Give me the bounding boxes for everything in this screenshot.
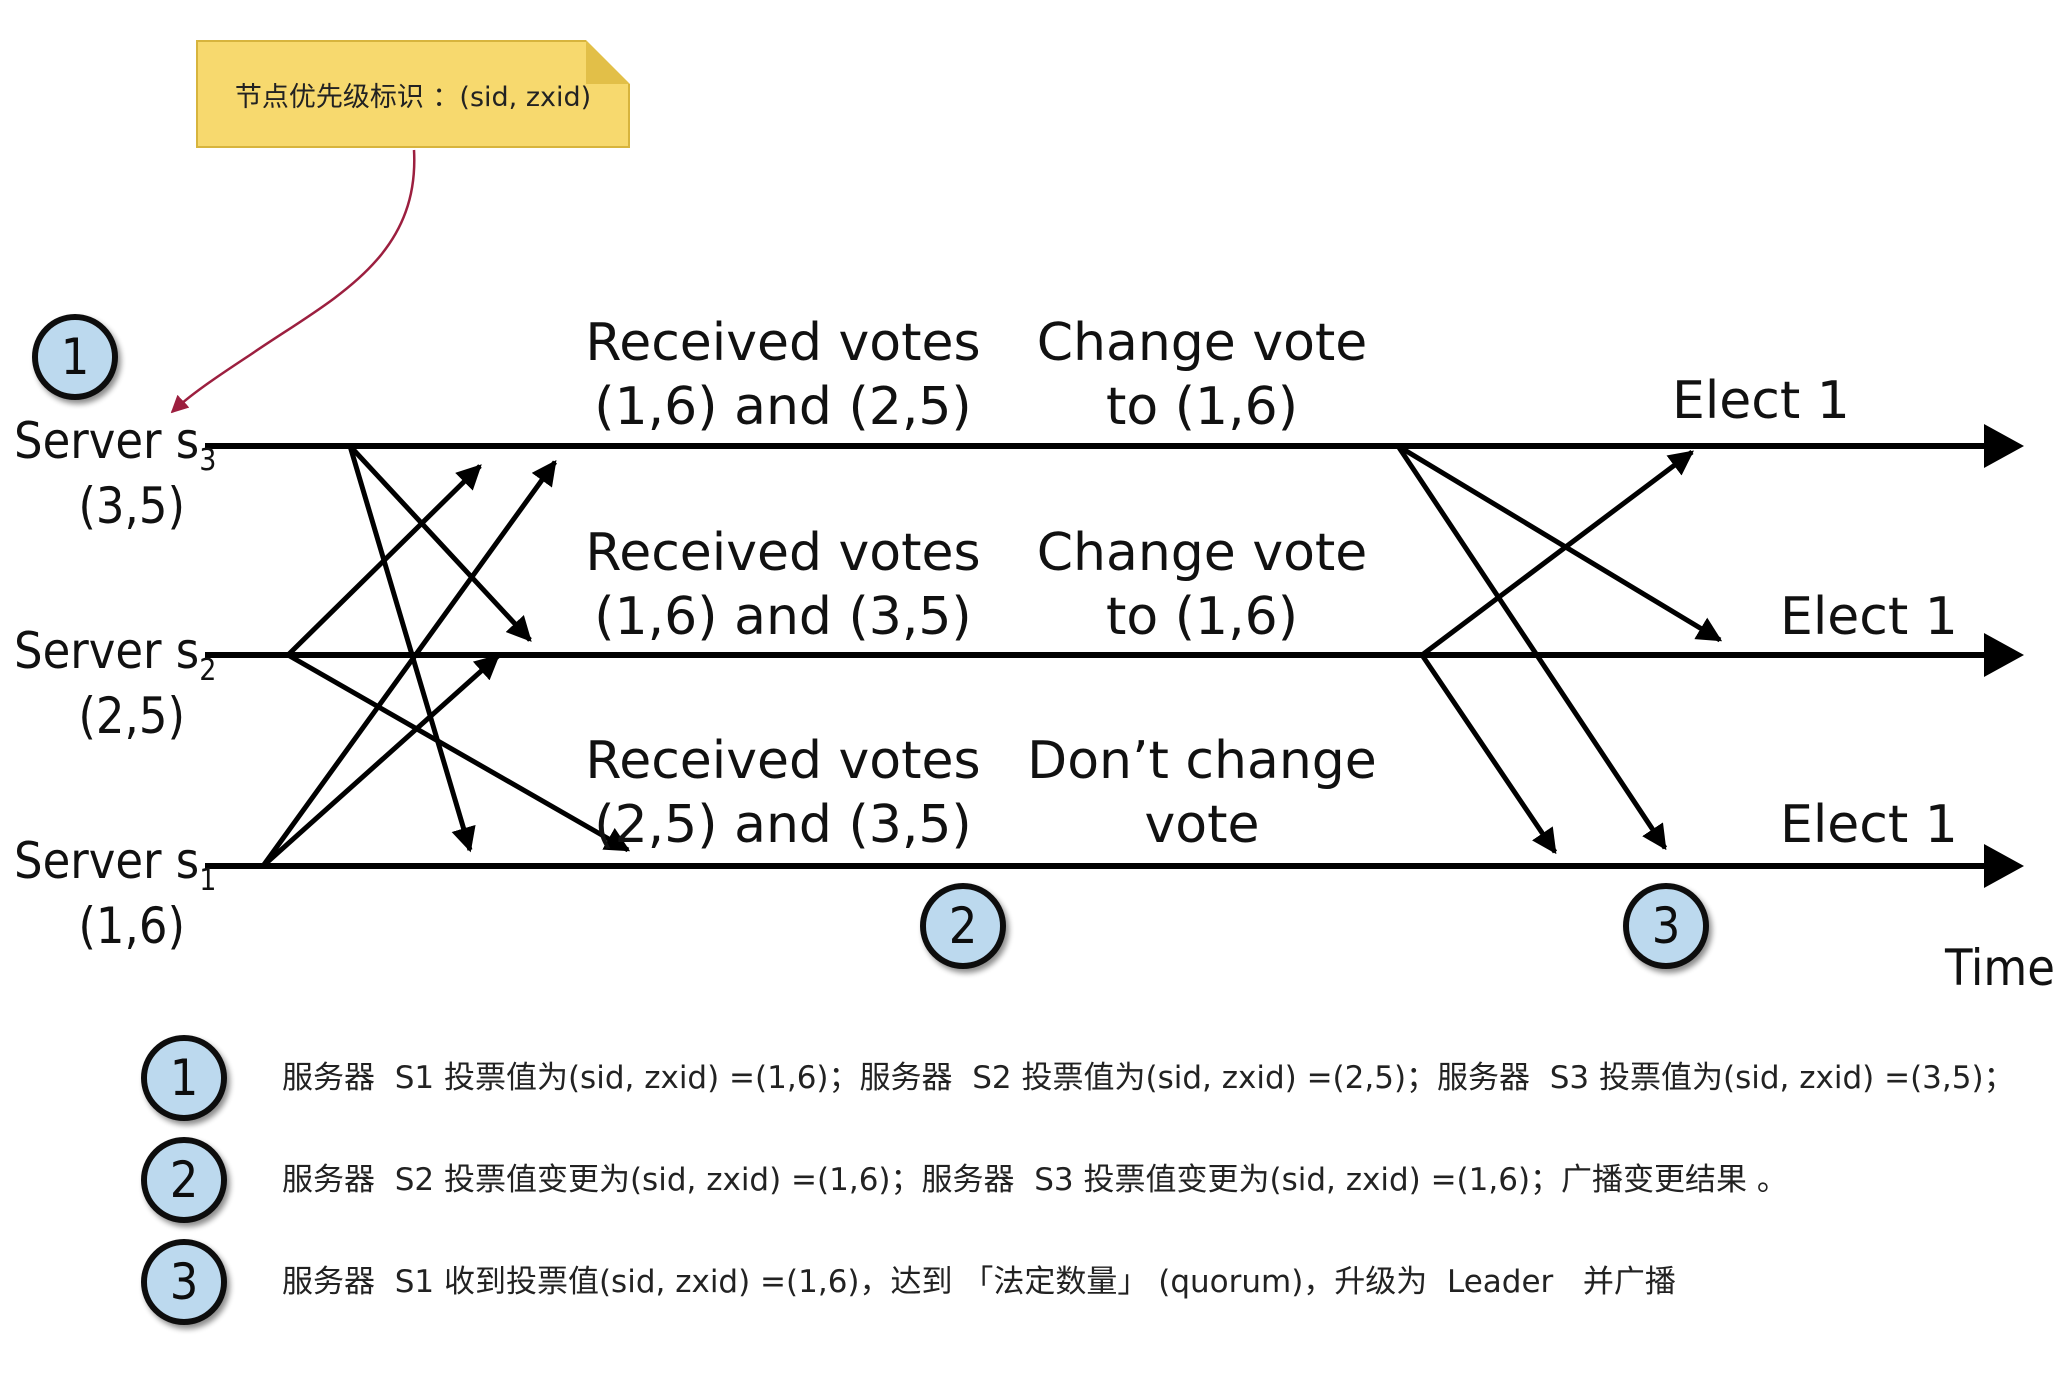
change-label-s2-l1: Change vote bbox=[1037, 523, 1368, 583]
svg-text:1: 1 bbox=[170, 1049, 199, 1107]
received-label-s2-l1: Received votes bbox=[585, 523, 980, 583]
msg-s2-change-to-s1 bbox=[1419, 653, 1558, 855]
step-badge-3: 3 bbox=[1623, 883, 1709, 969]
step-badge-2: 2 bbox=[920, 883, 1006, 969]
svg-text:2: 2 bbox=[949, 897, 978, 955]
change-label-s3-l2: to (1,6) bbox=[1106, 377, 1298, 437]
note-pointer-arrow bbox=[170, 149, 416, 414]
change-label-s3-l1: Change vote bbox=[1037, 313, 1368, 373]
legend-text-2: 服务器 S2 投票值变更为(sid, zxid) =(1,6)；服务器 S3 投… bbox=[282, 1162, 1788, 1198]
timeline-s2-head bbox=[1984, 633, 2024, 677]
server-s3-value: (3,5) bbox=[78, 477, 185, 535]
received-label-s2-l2: (1,6) and (3,5) bbox=[594, 587, 971, 647]
server-s2-label: Server s2 bbox=[14, 622, 216, 688]
msg-s2-to-s1 bbox=[286, 652, 631, 853]
svg-text:3: 3 bbox=[170, 1253, 199, 1311]
svg-text:2: 2 bbox=[170, 1151, 199, 1209]
msg-s2-to-s3 bbox=[286, 464, 482, 657]
priority-note-text: 节点优先级标识 ：(sid, zxid) bbox=[234, 81, 592, 113]
received-label-s1-l1: Received votes bbox=[585, 731, 980, 791]
timelines bbox=[205, 424, 2024, 888]
msg-s3-to-s2 bbox=[348, 444, 532, 642]
change-label-s2-l2: to (1,6) bbox=[1106, 587, 1298, 647]
legend-text-3: 服务器 S1 收到投票值(sid, zxid) =(1,6)，达到 「法定数量」… bbox=[282, 1264, 1676, 1300]
legend-badge-3: 3 bbox=[141, 1239, 227, 1325]
received-label-s3-l2: (1,6) and (2,5) bbox=[594, 377, 971, 437]
note-fold bbox=[586, 40, 630, 84]
step-badge-1: 1 bbox=[32, 314, 118, 400]
legend-row-1: 服务器 S1 投票值为(sid, zxid) =(1,6)；服务器 S2 投票值… bbox=[140, 1034, 2040, 1124]
timeline-s1-head bbox=[1984, 844, 2024, 888]
server-s3-label: Server s3 bbox=[14, 412, 216, 478]
received-label-s3-l1: Received votes bbox=[585, 313, 980, 373]
msg-s2-change-to-s3 bbox=[1420, 450, 1694, 657]
server-s1-label: Server s1 bbox=[14, 832, 216, 898]
legend-row-3: 服务器 S1 收到投票值(sid, zxid) =(1,6)，达到 「法定数量」… bbox=[140, 1238, 2040, 1328]
elect-labels: Elect 1 Elect 1 Elect 1 bbox=[1672, 371, 1958, 855]
legend-badge-1: 1 bbox=[141, 1035, 227, 1121]
received-labels: Received votes (1,6) and (2,5) Received … bbox=[585, 313, 980, 855]
elect-label-s1: Elect 1 bbox=[1780, 795, 1958, 855]
timeline-s3-head bbox=[1984, 424, 2024, 468]
msg-s1-to-s2 bbox=[261, 654, 500, 868]
elect-label-s2: Elect 1 bbox=[1780, 587, 1958, 647]
svg-text:3: 3 bbox=[1652, 897, 1681, 955]
server-labels: Server s3 (3,5) Server s2 (2,5) Server s… bbox=[14, 412, 216, 955]
time-axis-label: Time bbox=[1944, 939, 2055, 997]
change-labels: Change vote to (1,6) Change vote to (1,6… bbox=[1027, 313, 1377, 855]
elect-label-s3: Elect 1 bbox=[1672, 371, 1850, 431]
server-s1-value: (1,6) bbox=[78, 897, 185, 955]
round2-messages bbox=[1395, 443, 1723, 855]
server-s2-value: (2,5) bbox=[78, 687, 185, 745]
round1-messages bbox=[260, 444, 631, 868]
change-label-s1-l2: vote bbox=[1145, 795, 1260, 855]
legend-row-2: 服务器 S2 投票值变更为(sid, zxid) =(1,6)；服务器 S3 投… bbox=[140, 1136, 2040, 1226]
msg-s3-change-to-s2 bbox=[1396, 443, 1723, 643]
msg-s3-change-to-s1 bbox=[1395, 444, 1668, 851]
legend-badge-2: 2 bbox=[141, 1137, 227, 1223]
legend-text-1: 服务器 S1 投票值为(sid, zxid) =(1,6)；服务器 S2 投票值… bbox=[282, 1060, 2015, 1096]
priority-note: 节点优先级标识 ：(sid, zxid) bbox=[196, 40, 630, 148]
svg-text:1: 1 bbox=[61, 328, 90, 386]
msg-s1-to-s3 bbox=[260, 459, 558, 868]
received-label-s1-l2: (2,5) and (3,5) bbox=[594, 795, 971, 855]
msg-s3-to-s1 bbox=[347, 445, 476, 853]
change-label-s1-l1: Don’t change bbox=[1027, 731, 1377, 791]
